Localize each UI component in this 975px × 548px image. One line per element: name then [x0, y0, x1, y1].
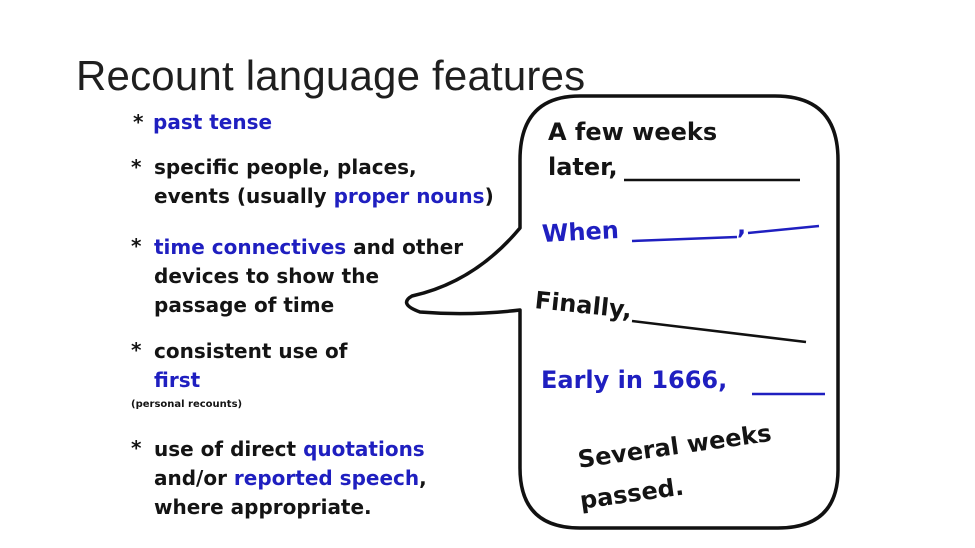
feature-line: where appropriate. [154, 495, 372, 519]
feature-emphasis: proper nouns [333, 184, 485, 208]
bubble-when-comma: , [737, 212, 747, 240]
bullet-star: * [131, 338, 142, 362]
feature-line: devices to show the [154, 264, 380, 288]
blank-line-when-2 [747, 224, 820, 235]
feature-line: events (usually proper nouns) [154, 184, 494, 208]
feature-line: specific people, places, [154, 155, 417, 179]
bubble-line-later: later, [548, 153, 618, 181]
bullet-star: * [133, 110, 144, 134]
bullet-star: * [131, 436, 142, 460]
feature-line: passage of time [154, 293, 335, 317]
bullet-star: * [131, 234, 142, 258]
blank-line-when-1 [631, 235, 738, 243]
feature-line: consistent use of [154, 339, 348, 363]
feature-first-person: consistent use of first [154, 337, 348, 395]
feature-emphasis: quotations [303, 437, 425, 461]
blank-line-finally [631, 319, 807, 344]
feature-past-tense: past tense [153, 108, 272, 137]
bullet-star: * [131, 155, 142, 179]
feature-emphasis: reported speech [233, 466, 420, 490]
slide-title: Recount language features [76, 52, 586, 99]
bubble-line-early: Early in 1666, [541, 366, 728, 394]
feature-quotations: use of direct quotations and/or reported… [154, 435, 427, 522]
feature-line: time connectives and other [154, 235, 464, 259]
feature-emphasis: past tense [153, 110, 273, 134]
feature-line: and/or reported speech, [154, 466, 427, 490]
feature-note: (personal recounts) [131, 399, 243, 410]
bubble-line-few-weeks: A few weeks [548, 118, 718, 146]
feature-emphasis: first [154, 368, 201, 392]
feature-specific-people: specific people, places, events (usually… [154, 153, 494, 211]
bubble-line-when: When [541, 215, 620, 248]
feature-time-connectives: time connectives and other devices to sh… [154, 233, 463, 320]
feature-line: first [154, 366, 348, 395]
feature-line: use of direct quotations [154, 437, 425, 461]
feature-emphasis: time connectives [154, 235, 347, 259]
speech-bubble-outline [404, 94, 840, 530]
